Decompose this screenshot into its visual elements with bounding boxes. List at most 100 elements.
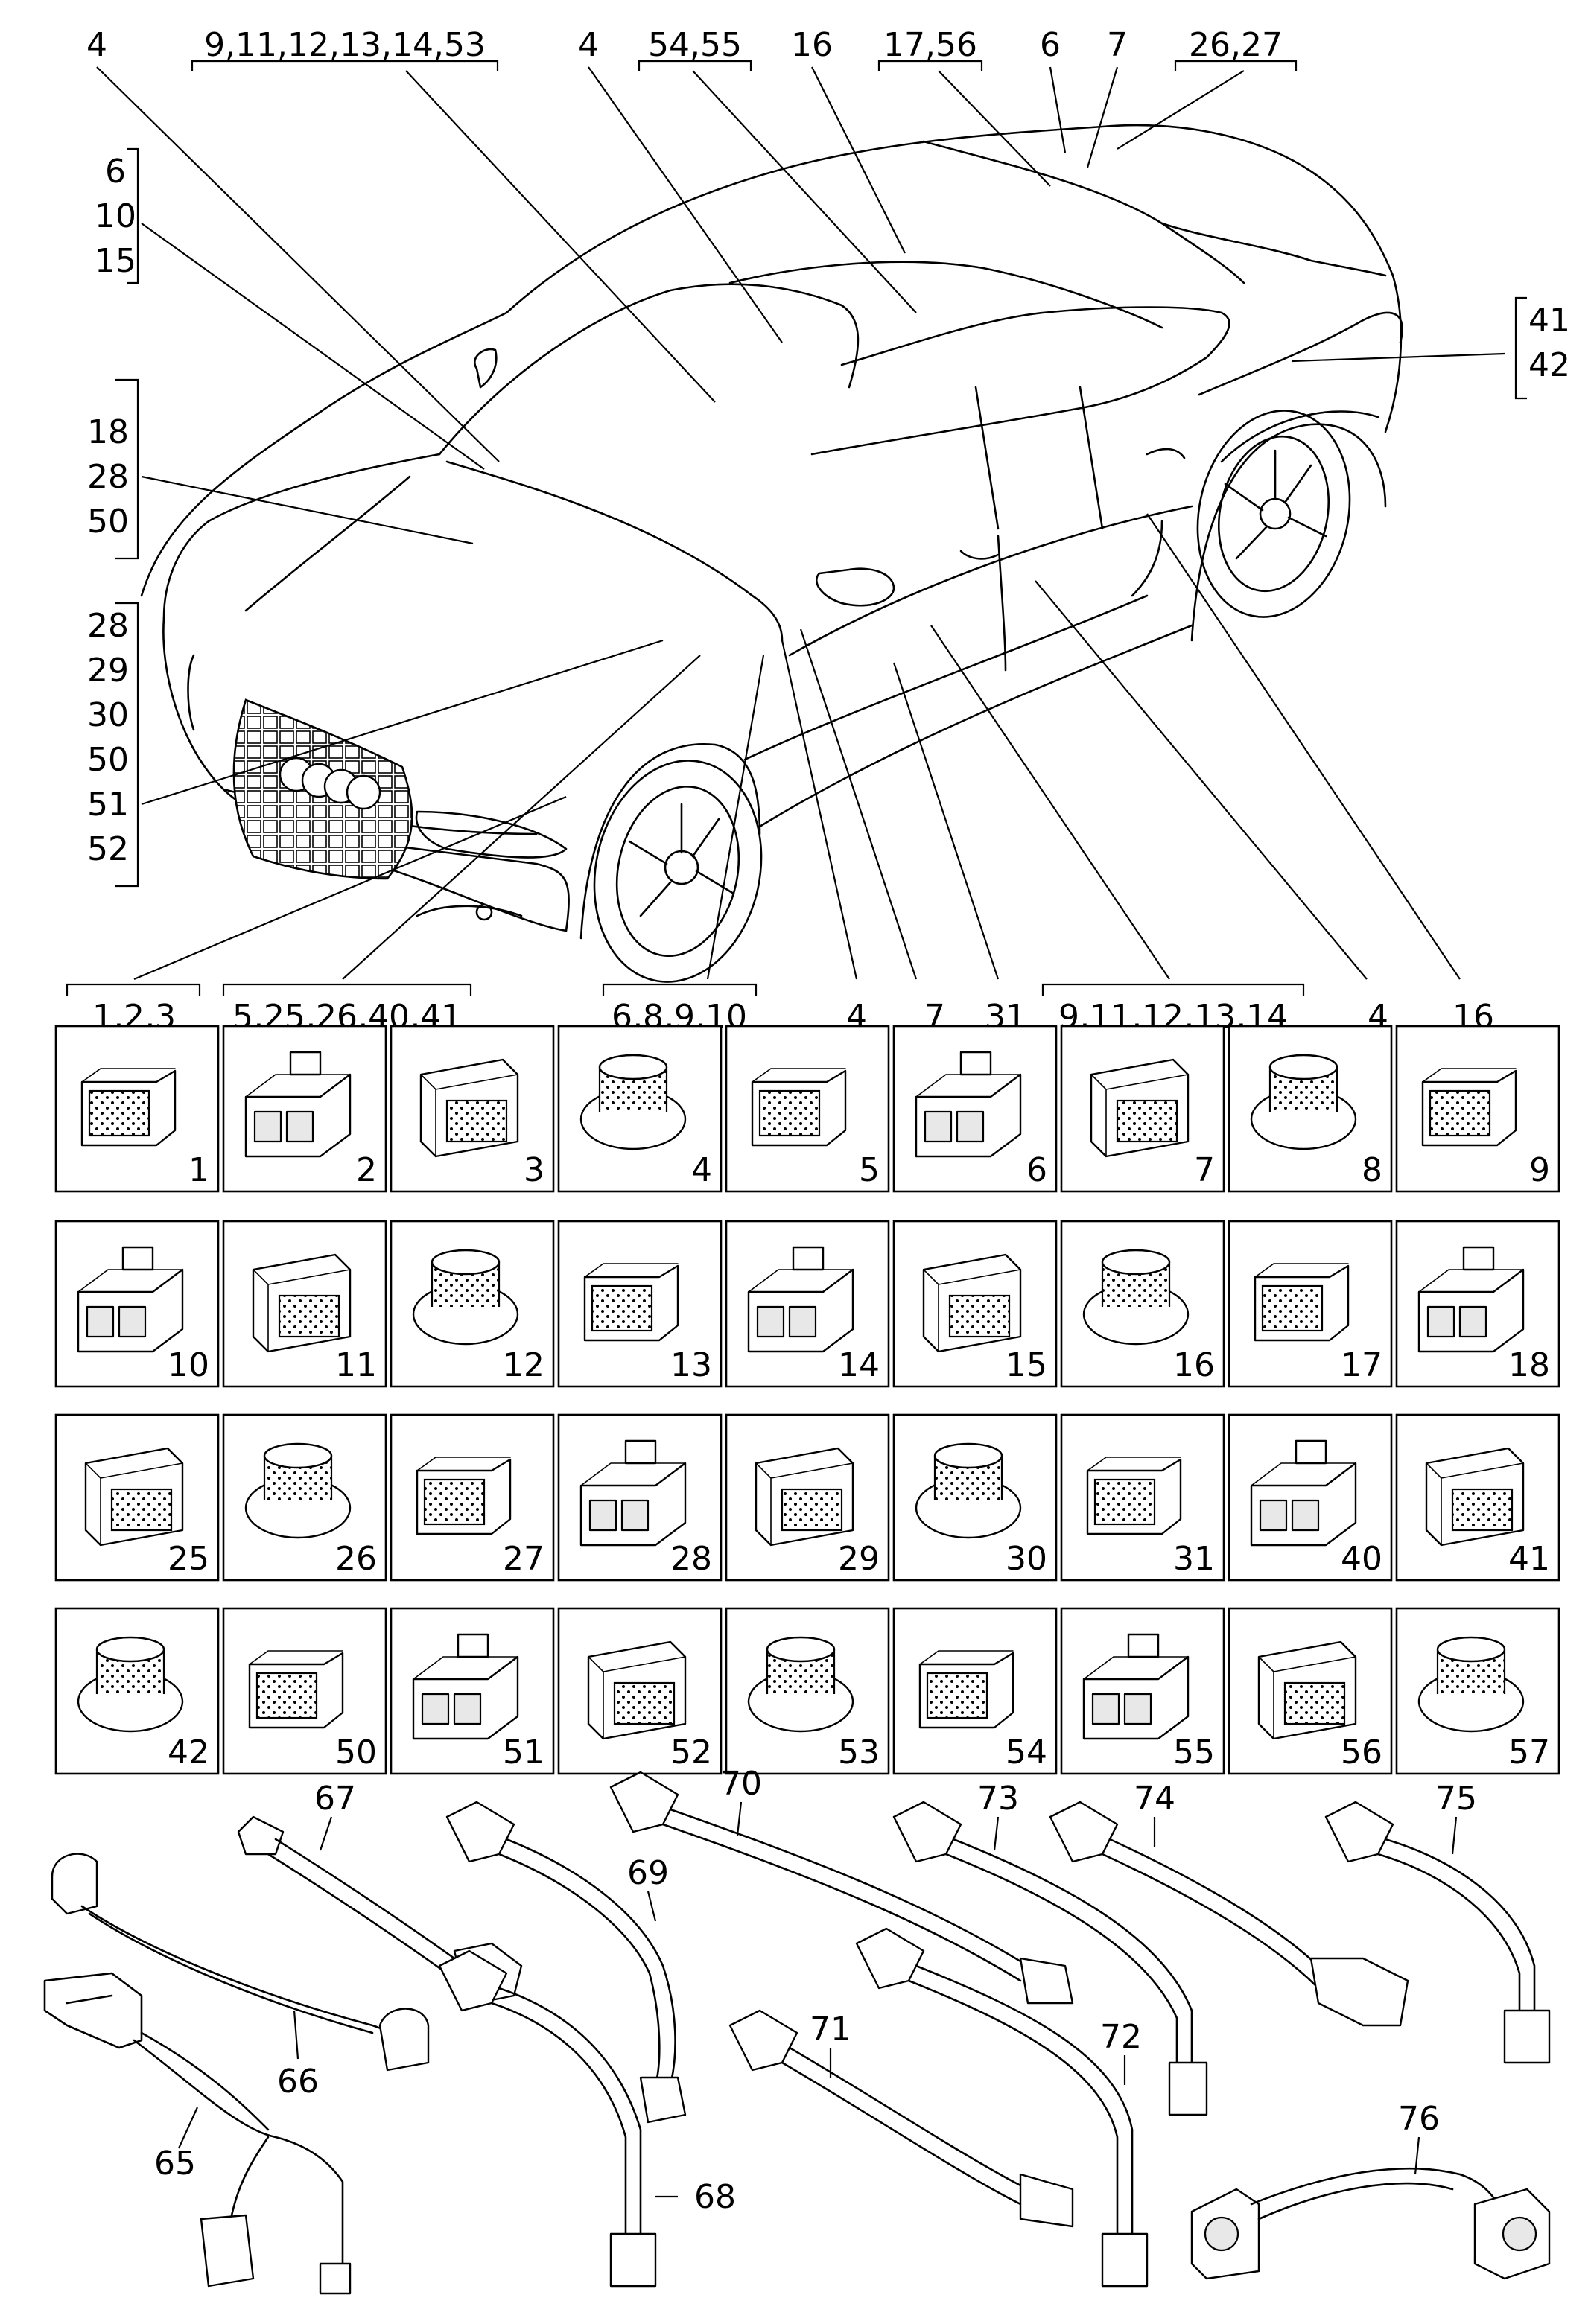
- cable-71: 71: [728, 2009, 1074, 2228]
- part-sketch: [1083, 1656, 1189, 1680]
- part-box-4: 4: [557, 1025, 723, 1193]
- part-box-7: 7: [1060, 1025, 1225, 1193]
- part-number-label: 30: [1006, 1540, 1047, 1578]
- callout-top-0: 4: [86, 26, 107, 64]
- part-box-42: 42: [54, 1607, 220, 1775]
- part-box-40: 40: [1228, 1413, 1393, 1582]
- part-sketch: [748, 1269, 854, 1293]
- part-box-26: 26: [222, 1413, 387, 1582]
- part-sketch: [580, 1462, 686, 1486]
- part-sketch: [289, 1051, 322, 1076]
- cable-label-67: 67: [314, 1780, 356, 1818]
- part-number-label: 17: [1341, 1346, 1382, 1384]
- cable-label-73: 73: [977, 1780, 1019, 1818]
- part-sketch: [121, 1246, 154, 1271]
- part-sketch: [1291, 1499, 1320, 1532]
- part-box-53: 53: [725, 1607, 890, 1775]
- part-number-label: 11: [335, 1346, 377, 1384]
- part-box-16: 16: [1060, 1220, 1225, 1388]
- part-box-41: 41: [1395, 1413, 1560, 1582]
- cable-68: 68: [438, 1949, 736, 2288]
- part-sketch: [420, 1074, 518, 1157]
- cable-label-75: 75: [1435, 1780, 1477, 1818]
- part-sketch: [598, 1054, 668, 1080]
- part-box-1: 1: [54, 1025, 220, 1193]
- part-box-57: 57: [1395, 1607, 1560, 1775]
- part-sketch: [919, 1650, 1014, 1665]
- cable-label-74: 74: [1134, 1780, 1175, 1818]
- part-box-14: 14: [725, 1220, 890, 1388]
- callout-top-2: 4: [578, 26, 599, 64]
- part-sketch: [1258, 1656, 1356, 1739]
- part-sketch: [781, 1488, 843, 1532]
- part-sketch: [1093, 1478, 1156, 1526]
- part-sketch: [457, 1633, 489, 1658]
- part-sketch: [1091, 1693, 1120, 1725]
- cable-72: 72: [855, 1927, 1149, 2288]
- callout-left2-2: 50: [87, 503, 129, 541]
- part-number-label: 50: [335, 1734, 377, 1771]
- part-number-label: 6: [1026, 1151, 1047, 1189]
- part-sketch: [1268, 1054, 1338, 1080]
- part-box-2: 2: [222, 1025, 387, 1193]
- cable-74: 74: [1049, 1780, 1409, 2027]
- part-box-10: 10: [54, 1220, 220, 1388]
- cable-73: 73: [892, 1780, 1208, 2116]
- part-sketch: [453, 1693, 482, 1725]
- part-sketch: [421, 1693, 450, 1725]
- part-sketch: [81, 1068, 176, 1083]
- part-box-6: 6: [892, 1025, 1058, 1193]
- part-number-label: 41: [1508, 1540, 1550, 1578]
- callout-left1-1: 10: [95, 197, 136, 235]
- part-box-9: 9: [1395, 1025, 1560, 1193]
- part-box-56: 56: [1228, 1607, 1393, 1775]
- part-sketch: [95, 1636, 165, 1663]
- part-number-label: 8: [1362, 1151, 1382, 1189]
- part-sketch: [588, 1499, 617, 1532]
- part-sketch: [110, 1488, 173, 1532]
- cable-66: 66: [51, 1853, 430, 2101]
- part-number-label: 54: [1006, 1734, 1047, 1771]
- part-sketch: [1283, 1681, 1346, 1725]
- leader-lines: [96, 66, 1505, 981]
- part-box-13: 13: [557, 1220, 723, 1388]
- part-number-label: 13: [670, 1346, 712, 1384]
- part-sketch: [1462, 1246, 1495, 1271]
- part-box-50: 50: [222, 1607, 387, 1775]
- cable-label-71: 71: [810, 2011, 851, 2048]
- part-sketch: [77, 1269, 183, 1293]
- car-illustration: [140, 124, 1403, 983]
- part-sketch: [413, 1656, 518, 1680]
- part-sketch: [1429, 1089, 1491, 1137]
- callout-top-5: 17,56: [883, 26, 977, 64]
- callout-left3-4: 51: [87, 786, 129, 824]
- part-number-label: 29: [838, 1540, 880, 1578]
- part-sketch: [923, 1269, 1021, 1352]
- cable-assemblies: 65 66 67 68: [43, 1765, 1551, 2295]
- part-sketch: [278, 1294, 340, 1338]
- part-number-label: 15: [1006, 1346, 1047, 1384]
- part-box-28: 28: [557, 1413, 723, 1582]
- part-sketch: [959, 1051, 992, 1076]
- part-sketch: [613, 1681, 676, 1725]
- callout-left3-5: 52: [87, 830, 129, 868]
- part-sketch: [766, 1636, 836, 1663]
- part-sketch: [249, 1650, 343, 1665]
- part-box-30: 30: [892, 1413, 1058, 1582]
- callout-left1-0: 6: [105, 153, 126, 191]
- part-number-label: 2: [356, 1151, 377, 1189]
- part-sketch: [1458, 1305, 1487, 1338]
- part-sketch: [253, 1110, 282, 1143]
- part-box-3: 3: [390, 1025, 555, 1193]
- callout-left2-1: 28: [87, 458, 129, 496]
- cable-65: 65: [43, 1972, 352, 2295]
- part-sketch: [1436, 1636, 1506, 1663]
- callout-top-7: 7: [1107, 26, 1128, 64]
- part-number-label: 51: [503, 1734, 544, 1771]
- part-sketch: [792, 1246, 825, 1271]
- part-sketch: [956, 1110, 985, 1143]
- cable-label-70: 70: [720, 1765, 762, 1803]
- callout-left2-0: 18: [87, 413, 129, 451]
- part-sketch: [1123, 1693, 1152, 1725]
